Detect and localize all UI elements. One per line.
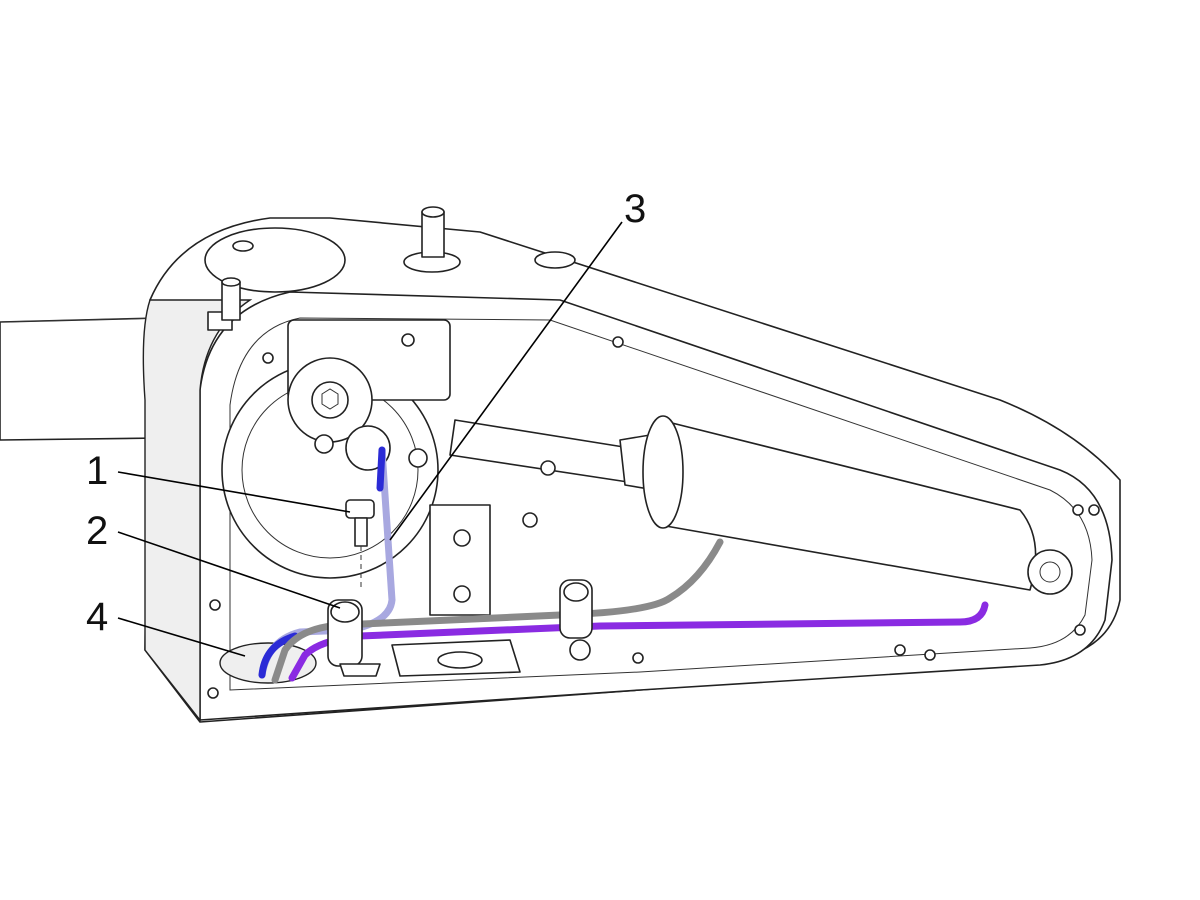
callout-label-4: 4 [86, 595, 108, 639]
top-stud-center [403, 206, 461, 273]
mounting-holes [207, 336, 1100, 699]
leader-line-1 [117, 471, 351, 513]
cable-clamp-right [559, 579, 593, 661]
callout-label-1: 1 [86, 449, 108, 493]
tension-cylinder [449, 415, 1073, 595]
callout-label-2: 2 [86, 509, 108, 553]
screw-item-1 [345, 499, 375, 590]
leader-line-2 [117, 531, 341, 609]
cable-purple [288, 601, 989, 682]
cable-gray [271, 538, 724, 684]
lower-bracket [391, 460, 556, 677]
arm-shaft [0, 317, 161, 441]
callout-label-3: 3 [624, 187, 646, 231]
top-stud-left [207, 277, 241, 331]
leader-line-4 [117, 617, 246, 657]
cables [258, 446, 989, 684]
cable-blue [258, 446, 386, 679]
leader-line-3 [389, 221, 623, 541]
